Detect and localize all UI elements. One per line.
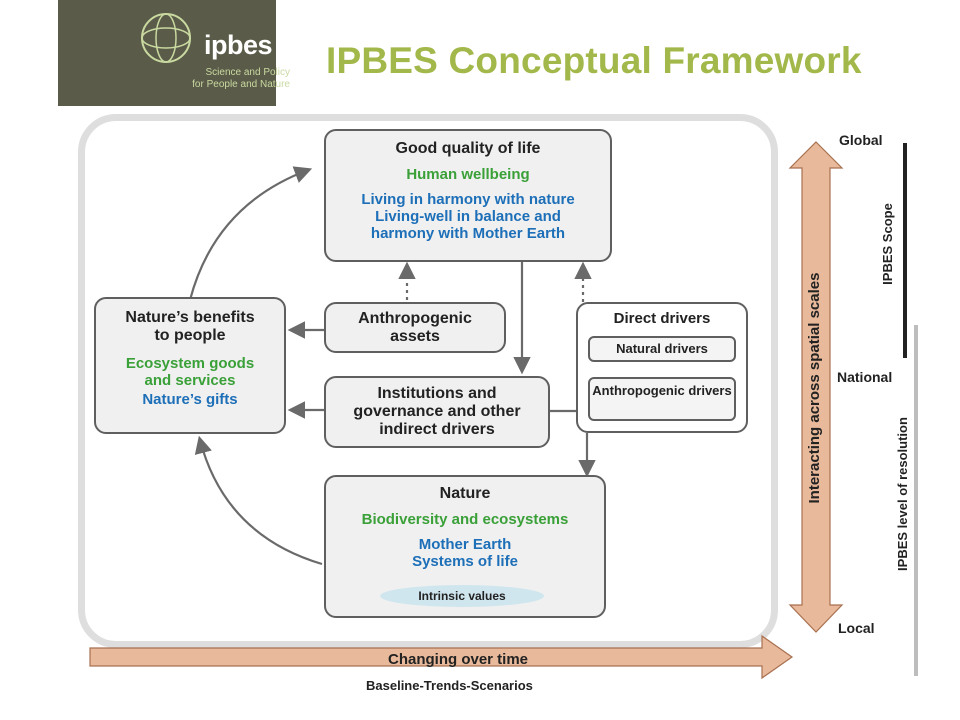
institutions-line-2: governance and other: [353, 403, 521, 420]
institutions-line-3: indirect drivers: [379, 421, 495, 438]
anthropogenic-drivers-2: drivers: [688, 383, 732, 398]
anthropogenic-assets-box: Anthropogenic assets: [324, 302, 506, 353]
spatial-scales-label: Interacting across spatial scales: [806, 272, 823, 504]
good-quality-box: Good quality of life Human wellbeing Liv…: [324, 129, 612, 262]
assets-title-2: assets: [390, 328, 440, 345]
nature-title: Nature: [439, 485, 491, 502]
spatial-scales-arrow: [788, 141, 844, 633]
benefits-sub-2: and services: [144, 372, 236, 389]
natural-drivers-box: Natural drivers: [588, 336, 736, 362]
ipbes-logo: ipbes Science and Policy for People and …: [58, 0, 290, 106]
benefits-title-1: Nature’s benefits: [125, 309, 255, 326]
globe-icon: [141, 13, 191, 63]
nature-line-1: Mother Earth: [418, 536, 512, 553]
good-quality-line-3: harmony with Mother Earth: [370, 225, 566, 242]
benefits-title-2: to people: [154, 327, 226, 344]
benefits-extra: Nature’s gifts: [142, 391, 238, 408]
institutions-line-1: Institutions and: [377, 385, 497, 402]
benefits-sub-1: Ecosystem goods: [125, 355, 255, 372]
page-title: IPBES Conceptual Framework: [326, 40, 862, 81]
assets-title-1: Anthropogenic: [358, 310, 472, 327]
institutions-box: Institutions and governance and other in…: [324, 376, 550, 448]
scale-local: Local: [838, 620, 875, 636]
time-sublabel: Baseline-Trends-Scenarios: [366, 678, 533, 693]
time-label: Changing over time: [388, 651, 529, 668]
natural-drivers-label: Natural drivers: [616, 341, 708, 356]
direct-drivers-title: Direct drivers: [613, 310, 711, 327]
anthropogenic-drivers-box: Anthropogenic drivers: [588, 377, 736, 421]
good-quality-title: Good quality of life: [395, 140, 541, 157]
good-quality-line-2: Living-well in balance and: [375, 208, 561, 225]
good-quality-line-1: Living in harmony with nature: [361, 191, 575, 208]
logo-tagline: Science and Policy for People and Nature: [192, 67, 290, 90]
arrow-nature-to-benefits: [194, 435, 323, 566]
nature-sub: Biodiversity and ecosystems: [361, 511, 569, 528]
nature-line-2: Systems of life: [412, 553, 518, 570]
anthropogenic-drivers-1: Anthropogenic: [592, 383, 685, 398]
ipbes-scope-label: IPBES Scope: [880, 203, 895, 285]
scale-global: Global: [839, 132, 883, 148]
logo-word: ipbes: [204, 30, 273, 60]
natures-benefits-box: Nature’s benefits to people Ecosystem go…: [94, 297, 286, 434]
intrinsic-values-oval: Intrinsic values: [380, 585, 544, 607]
time-arrow: [89, 634, 794, 680]
good-quality-sub: Human wellbeing: [406, 166, 530, 183]
scale-national: National: [837, 369, 893, 385]
resolution-label: IPBES level of resolution: [895, 417, 910, 571]
arrow-benefits-to-quality: [188, 166, 313, 301]
